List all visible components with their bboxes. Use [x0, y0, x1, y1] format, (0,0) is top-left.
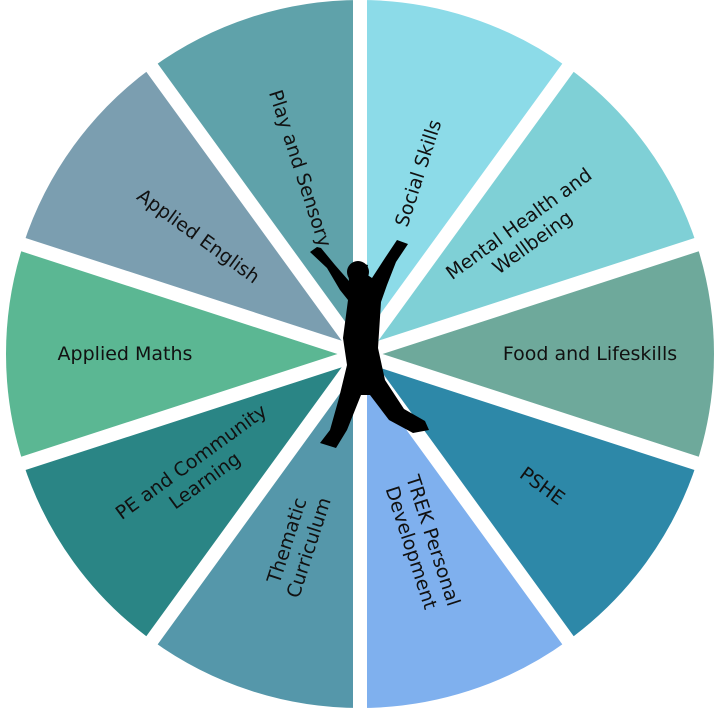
segment-divider	[19, 347, 363, 471]
segment-divider	[354, 61, 575, 359]
segment-applied-maths	[5, 244, 360, 464]
segment-social-skills	[360, 0, 569, 354]
segment-food-lifeskills	[360, 244, 714, 464]
segment-label-food-lifeskills: Food and Lifeskills	[503, 343, 677, 365]
segment-label-line: Applied Maths	[58, 343, 193, 365]
segment-divider	[357, 237, 701, 361]
segment-mental-health	[360, 67, 697, 355]
segment-pe-community	[23, 354, 361, 641]
segment-pshe	[360, 354, 697, 641]
segment-divider	[19, 237, 363, 361]
segment-divider	[145, 349, 366, 647]
segment-applied-english	[23, 67, 361, 355]
segment-thematic	[151, 354, 360, 708]
segment-label-applied-maths: Applied Maths	[58, 343, 193, 365]
segment-divider	[357, 347, 701, 471]
segment-play-sensory	[151, 0, 360, 354]
segment-divider	[145, 61, 366, 359]
segment-label-line: Food and Lifeskills	[503, 343, 677, 365]
wheel-segments	[5, 0, 714, 710]
segment-trek	[360, 354, 569, 708]
jumping-child-silhouette-icon	[310, 240, 429, 448]
